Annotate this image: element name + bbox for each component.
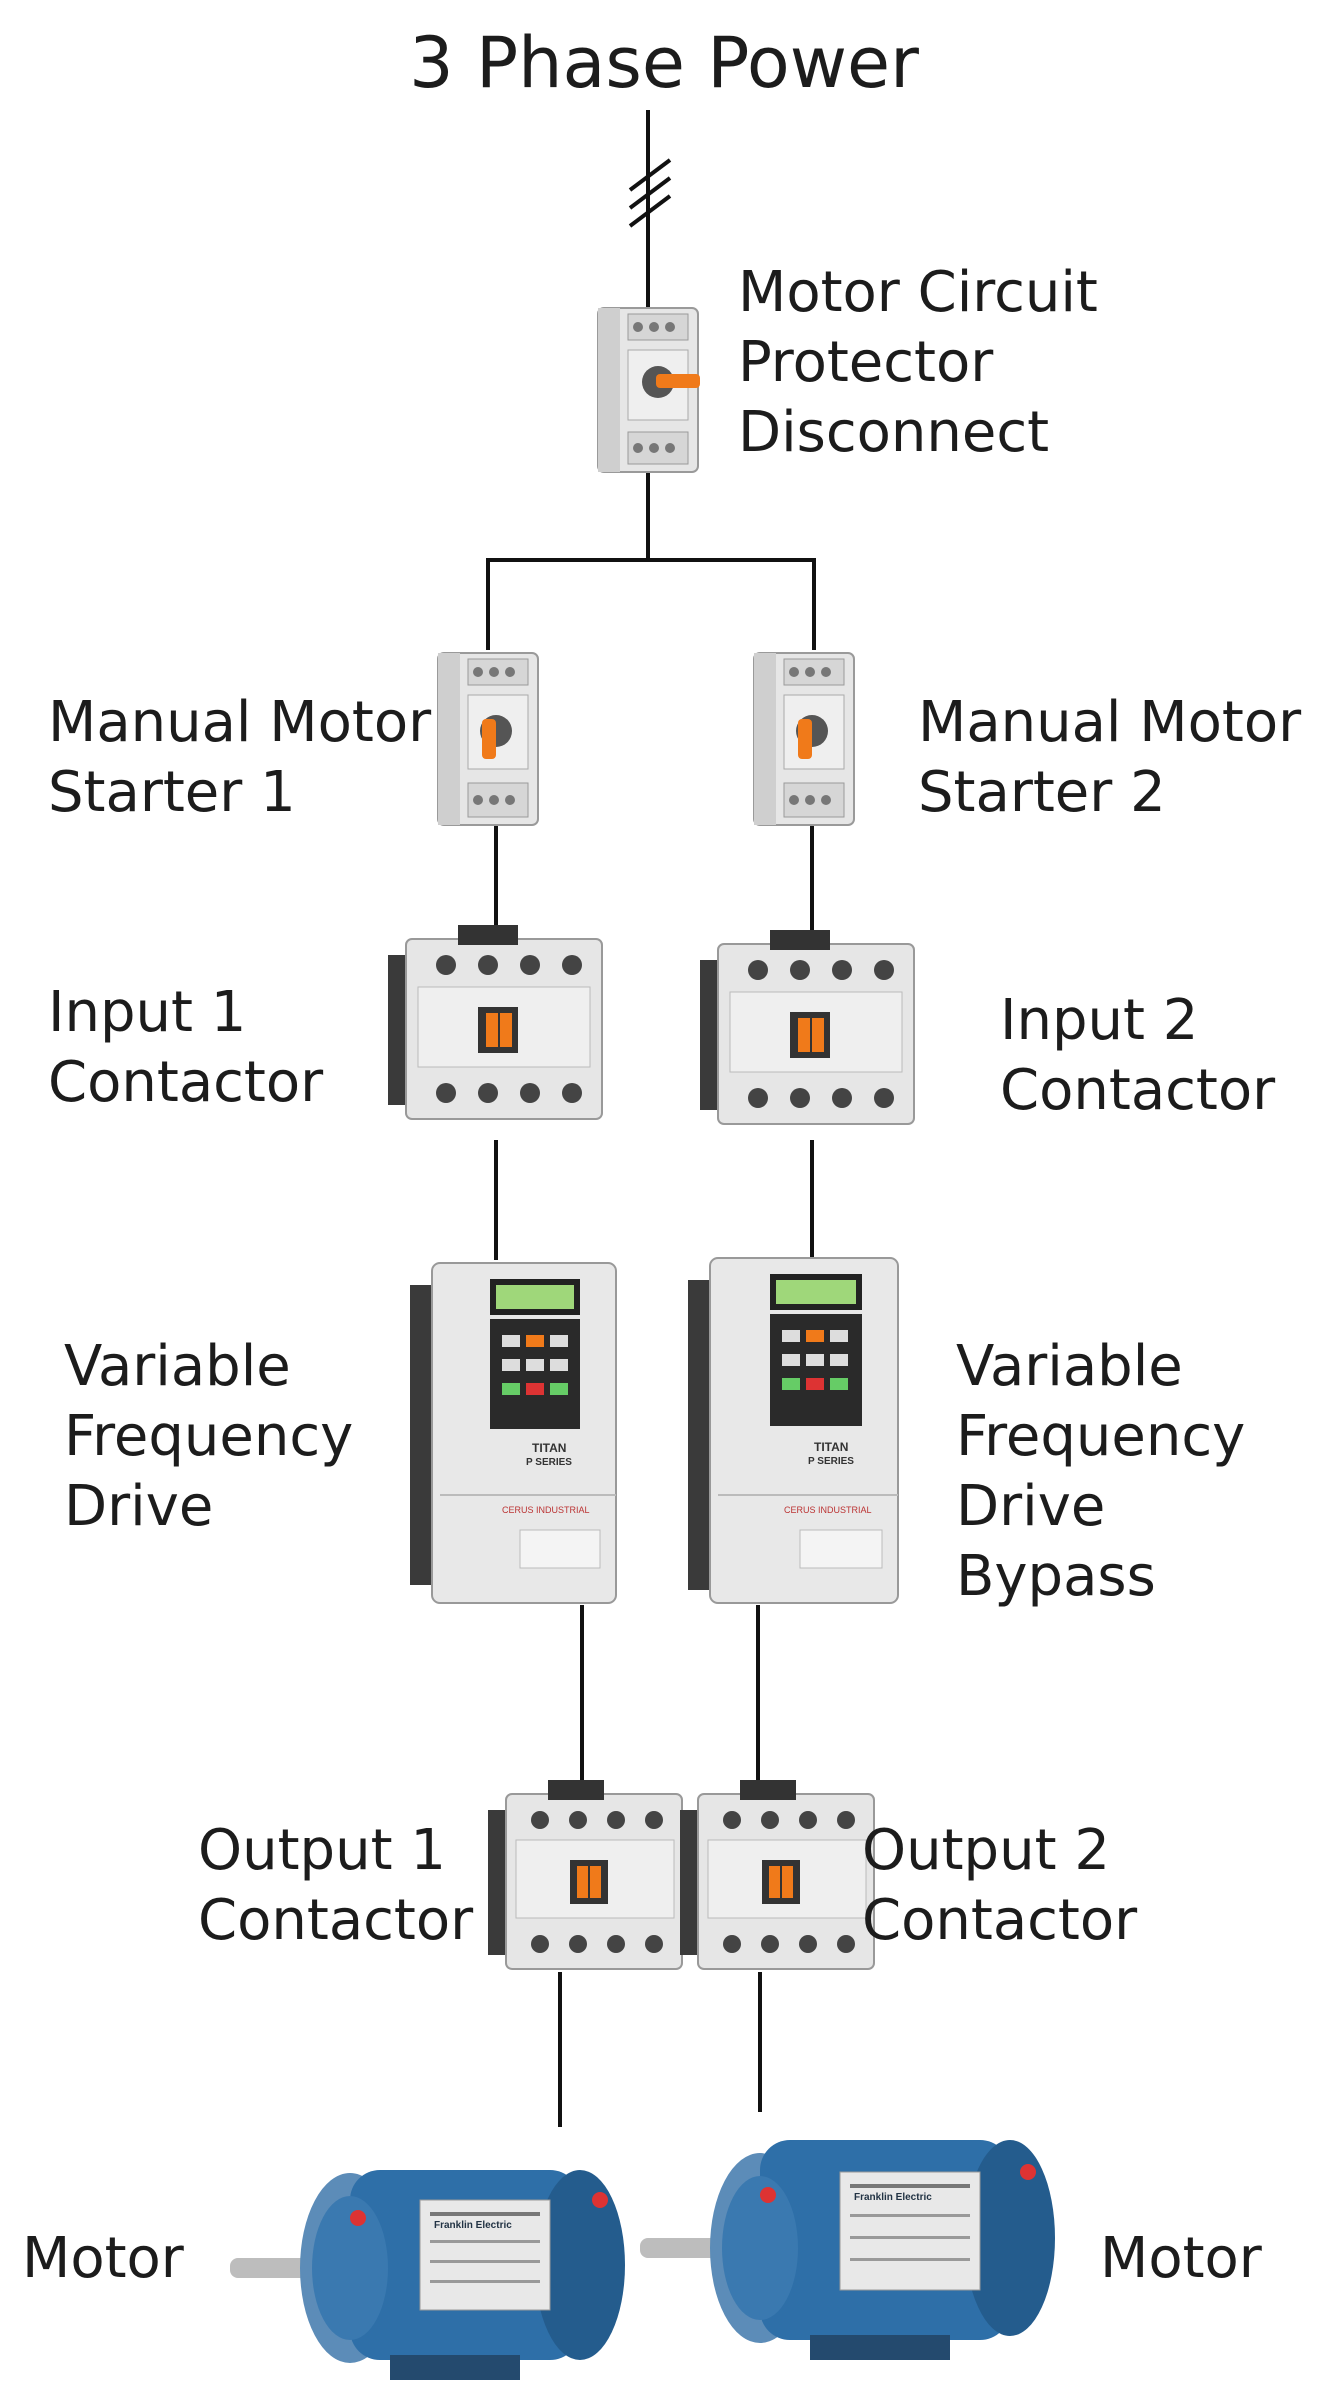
mms2-label: Manual Motor Starter 2 [918,688,1301,828]
input2-label-line-2: Contactor [1000,1058,1276,1123]
mms2-label-line-2: Starter 2 [918,760,1166,825]
mcp-label-line-1: Motor Circuit [738,260,1098,325]
output1-label-line-2: Contactor [198,1888,474,1953]
left-output-to-motor [558,1972,562,2127]
vfd-series-text: P SERIES [526,1457,572,1468]
mms2-label-line-1: Manual Motor [918,690,1302,755]
output-1-contactor-device [488,1780,683,1970]
input1-label-line-2: Contactor [48,1050,324,1115]
vfd-bypass-brand-text: TITAN [814,1440,849,1454]
motor-right-label: Motor [1100,2226,1262,2291]
mcp-label: Motor Circuit Protector Disconnect [738,258,1098,468]
input1-label-line-1: Input 1 [48,980,247,1045]
motor-left-device: Franklin Electric [230,2100,630,2390]
motor-left-label: Motor [22,2226,184,2291]
mms1-label: Manual Motor Starter 1 [48,688,431,828]
output1-label-line-1: Output 1 [198,1818,446,1883]
vfd-bypass-label-line-4: Bypass [956,1544,1156,1609]
right-mms-to-contactor [810,826,814,938]
vfd-bypass-label-line-3: Drive [956,1474,1106,1539]
mms1-label-line-1: Manual Motor [48,690,432,755]
vfd-bypass-device: TITAN P SERIES CERUS INDUSTRIAL [688,1250,903,1610]
vfd-label-line-2: Frequency [64,1404,354,1469]
supply-line [646,110,650,310]
left-mms-to-contactor [494,826,498,938]
manual-motor-starter-1-device [437,652,539,826]
motor-circuit-protector-device [597,307,700,473]
output-2-contactor-device [680,1780,875,1970]
vfd-bypass-label-line-2: Frequency [956,1404,1246,1469]
vfd-maker-text: CERUS INDUSTRIAL [502,1505,590,1515]
diagram-title: 3 Phase Power [409,22,919,104]
output2-label-line-1: Output 2 [862,1818,1110,1883]
vfd-bypass-maker-text: CERUS INDUSTRIAL [784,1505,872,1515]
vfd-bypass-label-line-1: Variable [956,1334,1183,1399]
right-output-to-motor [758,1972,762,2112]
left-vfd-to-output [580,1605,584,1810]
mcp-label-line-3: Disconnect [738,400,1050,465]
vfd-device: TITAN P SERIES CERUS INDUSTRIAL [410,1255,620,1610]
vfd-bypass-series-text: P SERIES [808,1456,854,1467]
input-2-contactor-device [700,930,915,1125]
mcp-down-line [646,470,650,560]
branch-left-drop [486,558,490,650]
manual-motor-starter-2-device [753,652,855,826]
mcp-label-line-2: Protector [738,330,994,395]
vfd-label-line-3: Drive [64,1474,214,1539]
left-contactor-to-vfd [494,1140,498,1260]
output2-label: Output 2 Contactor [862,1816,1137,1956]
right-contactor-to-vfd [810,1140,814,1260]
vfd-label: Variable Frequency Drive [64,1332,353,1542]
motor-left-maker-text: Franklin Electric [434,2220,512,2231]
input2-label: Input 2 Contactor [1000,986,1275,1126]
branch-bus [486,558,816,562]
branch-right-drop [812,558,816,650]
three-phase-slash-icon [628,158,672,228]
right-vfd-to-output [756,1605,760,1810]
motor-right-device: Franklin Electric [640,2080,1060,2380]
input1-label: Input 1 Contactor [48,978,323,1118]
vfd-brand-text: TITAN [532,1441,567,1455]
motor-right-maker-text: Franklin Electric [854,2192,932,2203]
output2-label-line-2: Contactor [862,1888,1138,1953]
vfd-label-line-1: Variable [64,1334,291,1399]
output1-label: Output 1 Contactor [198,1816,473,1956]
input-1-contactor-device [388,925,603,1120]
input2-label-line-1: Input 2 [1000,988,1199,1053]
vfd-bypass-label: Variable Frequency Drive Bypass [956,1332,1245,1612]
mms1-label-line-2: Starter 1 [48,760,296,825]
